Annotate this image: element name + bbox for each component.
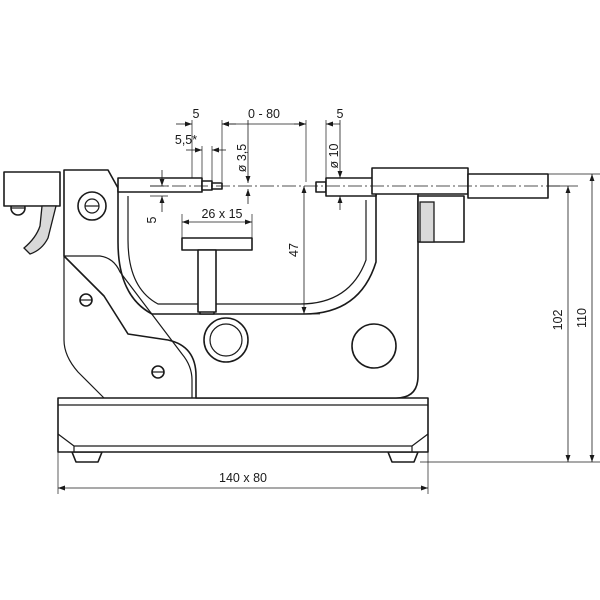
dim-anvil-width: 5,5* — [175, 133, 226, 182]
dim-top-left-gap: 5 — [193, 107, 200, 121]
frame-hole-inner — [209, 323, 243, 357]
dim-table-size: 26 x 15 — [181, 207, 253, 238]
dim-anvil-diameter-label: ø 3,5 — [235, 144, 249, 173]
frame-inner-lip — [127, 196, 367, 305]
dim-top-row: 5 0 - 80 5 — [176, 107, 344, 182]
worktable — [181, 237, 253, 313]
gauge-indicator — [419, 201, 435, 243]
dim-heights: 102 110 — [420, 173, 600, 463]
dim-anvil-width-label: 5,5* — [175, 133, 197, 147]
dim-spindle-diameter-label: ø 10 — [327, 143, 341, 168]
frame-hole — [203, 317, 249, 363]
worktable-top — [181, 237, 253, 251]
base-plate — [57, 397, 429, 453]
spindle-housing — [371, 167, 469, 195]
dim-throat-depth-label: 47 — [287, 243, 301, 257]
dim-height-total-label: 110 — [575, 308, 589, 328]
spindle-shaft — [325, 177, 377, 197]
dim-spindle-diameter: ø 10 — [327, 120, 343, 210]
dim-height-inner-label: 102 — [551, 310, 565, 331]
screw-arm — [77, 191, 107, 221]
dim-anvil-diameter: ø 3,5 — [235, 120, 251, 204]
frame-body — [63, 169, 419, 399]
dim-top-right-gap: 5 — [337, 107, 344, 121]
anvil-clamp-block — [3, 171, 61, 207]
base — [57, 397, 429, 463]
dim-table-size-label: 26 x 15 — [201, 207, 242, 221]
frame-boss — [351, 323, 397, 369]
dim-base-size-label: 140 x 80 — [219, 471, 267, 485]
screw-upper — [79, 293, 93, 307]
base-bevel — [57, 433, 429, 452]
spindle-tip — [315, 181, 327, 193]
anvil-lever — [23, 205, 57, 255]
base-feet — [71, 451, 419, 463]
screw-lower — [151, 365, 165, 379]
worktable-stem — [197, 249, 217, 313]
dim-throat-depth: 47 — [287, 186, 320, 315]
dim-offset-label: 5 — [145, 216, 159, 223]
left-anvil — [3, 171, 223, 255]
dim-base-size: 140 x 80 — [57, 452, 429, 494]
frame — [63, 169, 419, 399]
right-spindle — [315, 167, 549, 243]
dim-range: 0 - 80 — [248, 107, 280, 121]
frame-divider — [64, 255, 193, 398]
anvil-step — [201, 180, 213, 191]
dim-offset: 5 — [145, 170, 168, 223]
anvil-spindle — [117, 177, 203, 193]
frame-lower-left — [63, 256, 105, 399]
